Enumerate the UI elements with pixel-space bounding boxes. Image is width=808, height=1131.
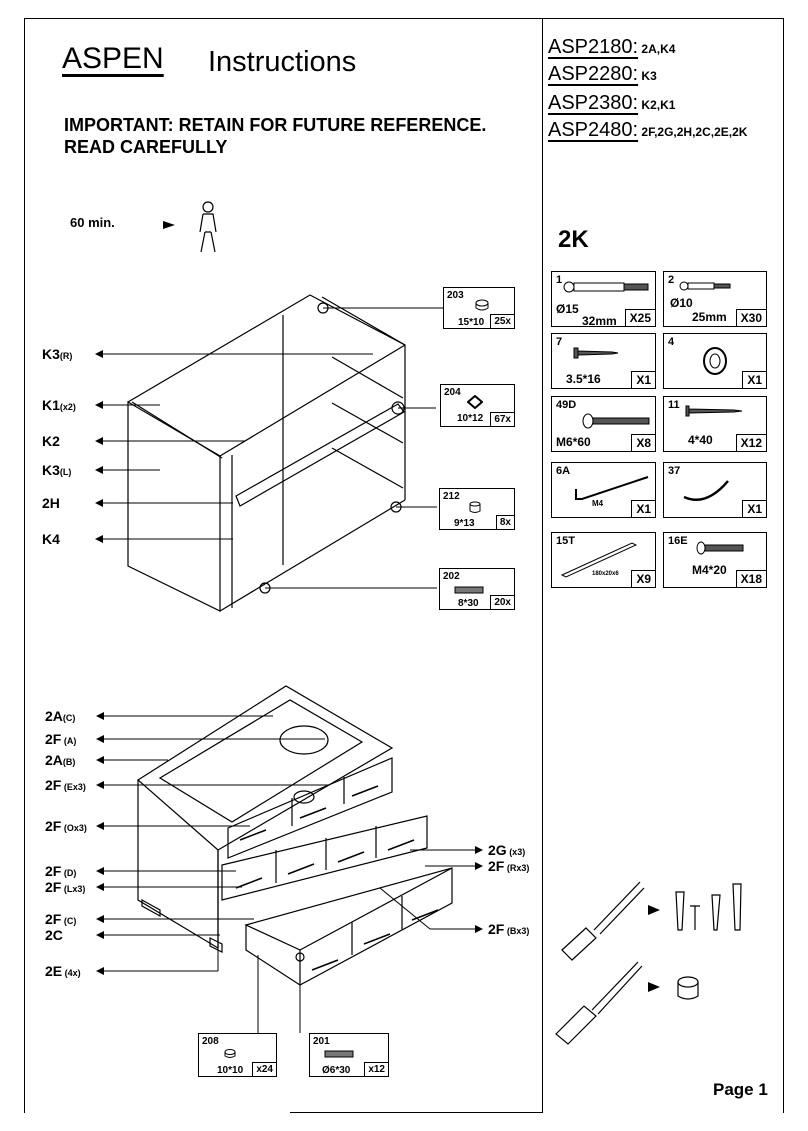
dowel-icon bbox=[454, 586, 484, 594]
strip-icon bbox=[560, 542, 638, 578]
dowel-icon bbox=[324, 1050, 354, 1058]
screw-icon bbox=[573, 347, 619, 359]
label-2e: 2E (4x) bbox=[45, 963, 81, 979]
label-k2: K2 bbox=[42, 433, 60, 449]
page-number: Page 1 bbox=[713, 1080, 768, 1099]
cam-lock-icon bbox=[224, 1049, 236, 1058]
fitting-204: 204 10*12 67x bbox=[440, 384, 515, 427]
washer-icon bbox=[703, 347, 727, 375]
label-2h: 2H bbox=[42, 495, 60, 511]
long-screw-icon bbox=[685, 405, 743, 417]
label-2f-b: 2F (Bx3) bbox=[488, 921, 530, 937]
hardware-11: 11 4*40 X12 bbox=[663, 396, 767, 452]
model-line: ASP2180: 2A,K4 bbox=[548, 36, 676, 58]
brand-name: ASPEN bbox=[62, 42, 164, 75]
label-2f-d: 2F (D) bbox=[45, 863, 77, 879]
model-line: ASP2380: K2,K1 bbox=[548, 92, 676, 114]
label-k4: K4 bbox=[42, 531, 60, 547]
cylinder-icon bbox=[469, 501, 481, 513]
label-2f-r: 2F (Rx3) bbox=[488, 858, 530, 874]
hardware-set-code: 2K bbox=[558, 226, 589, 253]
one-person-icon bbox=[199, 201, 217, 253]
hardware-7: 7 3.5*16 X1 bbox=[551, 333, 656, 389]
label-2a-c: 2A(C) bbox=[45, 708, 76, 724]
bolt-small-icon bbox=[696, 541, 744, 555]
bolt-icon bbox=[582, 413, 650, 429]
important-notice: IMPORTANT: RETAIN FOR FUTURE REFERENCE. bbox=[64, 115, 487, 135]
bottom-rule bbox=[290, 1112, 543, 1113]
label-2f-a: 2F (A) bbox=[45, 731, 77, 747]
hardware-1: 1 Ø15 32mm X25 bbox=[551, 271, 656, 328]
hardware-4: 4 X1 bbox=[663, 333, 767, 389]
fitting-201: 201 Ø6*30 x12 bbox=[309, 1033, 389, 1077]
flat-screwdriver-icon bbox=[555, 961, 643, 1045]
cam-bolt-icon bbox=[563, 281, 649, 293]
allen-key-icon bbox=[575, 476, 649, 500]
cabinet-carcass bbox=[127, 294, 406, 612]
play-arrow-icon bbox=[163, 221, 175, 229]
label-2f-o: 2F (Ox3) bbox=[45, 818, 87, 834]
label-2a-b: 2A(B) bbox=[45, 752, 76, 768]
phillips-screwdriver-icon bbox=[561, 881, 645, 961]
cam-bolt-small-icon bbox=[679, 281, 731, 291]
column-divider bbox=[542, 18, 543, 1113]
fitting-212: 212 9*13 8x bbox=[439, 488, 515, 530]
hardware-49d: 49D M6*60 X8 bbox=[551, 396, 656, 452]
label-k3-right: K3(R) bbox=[42, 346, 73, 362]
cam-lock-icon bbox=[475, 299, 489, 311]
label-k3-left: K3(L) bbox=[42, 462, 72, 478]
label-2f-c: 2F (C) bbox=[45, 911, 77, 927]
read-carefully-notice: READ CAREFULLY bbox=[64, 137, 228, 157]
assembly-time: 60 min. bbox=[70, 215, 115, 230]
model-line: ASP2480: 2F,2G,2H,2C,2E,2K bbox=[548, 119, 748, 141]
document-title: Instructions bbox=[208, 46, 357, 78]
fitting-202: 202 8*30 20x bbox=[439, 568, 515, 610]
screws-set-icon bbox=[675, 883, 742, 931]
fitting-203: 203 15*10 25x bbox=[443, 287, 515, 329]
hardware-37: 37 X1 bbox=[663, 462, 767, 518]
hardware-6a: 6A M4 X1 bbox=[551, 462, 656, 518]
cam-lock-icon bbox=[677, 976, 699, 1000]
label-2f-l: 2F (Lx3) bbox=[45, 879, 86, 895]
hardware-16e: 16E M4*20 X18 bbox=[663, 532, 767, 588]
cap-icon bbox=[467, 395, 483, 409]
label-2f-e: 2F (Ex3) bbox=[45, 777, 86, 793]
drawer-unit bbox=[137, 685, 453, 987]
page-frame bbox=[24, 18, 784, 1113]
hardware-2: 2 Ø10 25mm X30 bbox=[663, 271, 767, 327]
model-line: ASP2280: K3 bbox=[548, 63, 657, 85]
label-2c: 2C bbox=[45, 927, 63, 943]
label-2g: 2G (x3) bbox=[488, 842, 526, 858]
fitting-208: 208 10*10 x24 bbox=[198, 1033, 277, 1077]
hardware-15t: 15T 180x20x6 X9 bbox=[551, 532, 656, 588]
label-k1: K1(x2) bbox=[42, 397, 76, 413]
clip-icon bbox=[683, 480, 729, 501]
